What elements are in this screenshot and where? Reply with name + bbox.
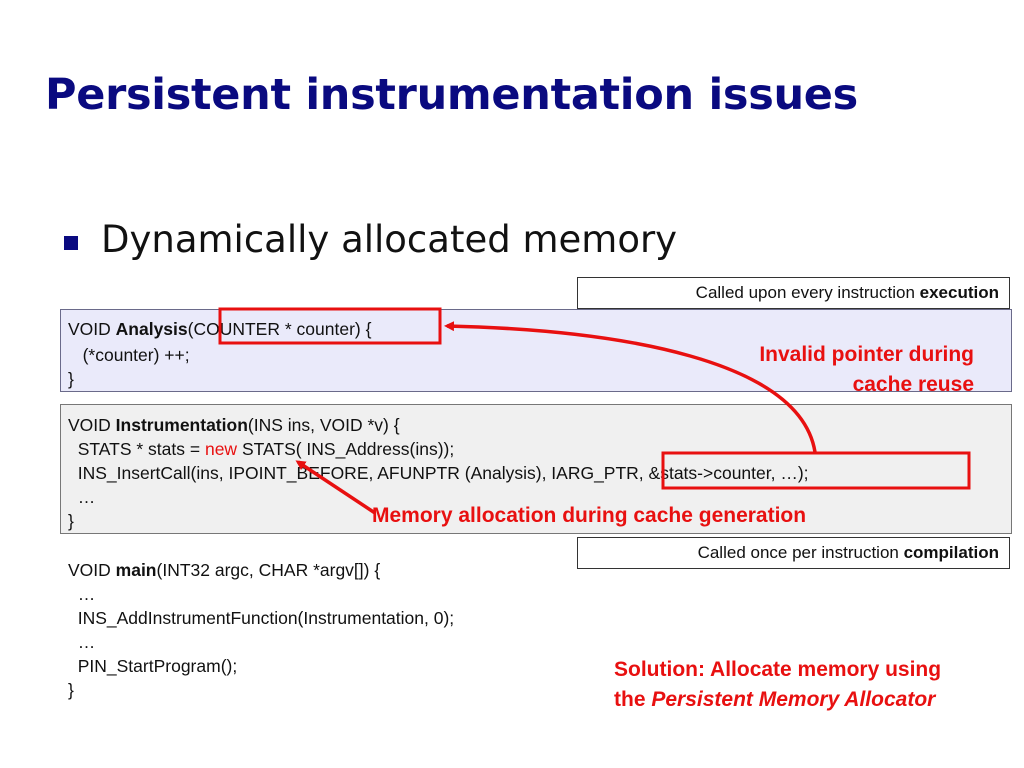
solution-allocator-name: Persistent Memory Allocator [651, 688, 936, 711]
main-code-line-1: VOID main(INT32 argc, CHAR *argv[]) { [68, 559, 380, 581]
bullet-text: Dynamically allocated memory [101, 218, 678, 261]
invalid-pointer-line-1: Invalid pointer during [759, 343, 974, 366]
code-keyword: VOID [68, 319, 116, 339]
label-compilation-prefix: Called once per instruction [697, 543, 904, 562]
instr-code-line-5: } [68, 511, 74, 531]
label-compilation: Called once per instruction compilation [577, 537, 1010, 569]
main-code-line-2: … [68, 584, 96, 604]
main-signature: (INT32 argc, CHAR *argv[]) { [156, 560, 381, 580]
label-execution: Called upon every instruction execution [577, 277, 1010, 309]
invalid-pointer-line-2: cache reuse [852, 373, 974, 396]
solution-line-1: Solution: Allocate memory using [614, 658, 942, 681]
code-text: STATS * stats = [68, 439, 205, 459]
label-execution-prefix: Called upon every instruction [695, 283, 920, 302]
main-code-line-6: } [68, 680, 74, 700]
label-execution-bold: execution [919, 283, 999, 302]
instr-code-line-1: VOID Instrumentation(INS ins, VOID *v) { [68, 414, 400, 436]
analysis-function-name: Analysis [115, 319, 188, 339]
instrumentation-function-name: Instrumentation [115, 415, 248, 435]
memory-allocation-note: Memory allocation during cache generatio… [372, 504, 807, 527]
instr-code-line-4: … [68, 487, 96, 507]
analysis-code-line-1: VOID Analysis(COUNTER * counter) { [68, 318, 371, 340]
main-code-line-5: PIN_StartProgram(); [68, 656, 238, 676]
main-function-name: main [115, 560, 157, 580]
slide-title: Persistent instrumentation issues [45, 70, 858, 120]
analysis-signature: (COUNTER * counter) { [187, 319, 372, 339]
main-code-line-3: INS_AddInstrumentFunction(Instrumentatio… [68, 608, 455, 628]
bullet-square-icon [64, 236, 78, 250]
analysis-code-line-3: } [68, 369, 74, 389]
solution-note: Solution: Allocate memory using the Pers… [614, 655, 941, 715]
new-keyword: new [204, 439, 238, 459]
instrumentation-signature: (INS ins, VOID *v) { [247, 415, 400, 435]
solution-line-2: the Persistent Memory Allocator [614, 685, 941, 715]
solution-prefix: the [614, 688, 652, 711]
code-text: STATS( INS_Address(ins)); [237, 439, 455, 459]
instr-code-line-2: STATS * stats = new STATS( INS_Address(i… [68, 438, 455, 460]
code-keyword: VOID [68, 415, 116, 435]
label-compilation-bold: compilation [903, 543, 999, 562]
instr-code-line-3: INS_InsertCall(ins, IPOINT_BEFORE, AFUNP… [68, 463, 809, 483]
main-code-line-4: … [68, 632, 96, 652]
code-keyword: VOID [68, 560, 116, 580]
analysis-code-line-2: (*counter) ++; [68, 345, 190, 365]
invalid-pointer-note: Invalid pointer during cache reuse [600, 340, 974, 400]
